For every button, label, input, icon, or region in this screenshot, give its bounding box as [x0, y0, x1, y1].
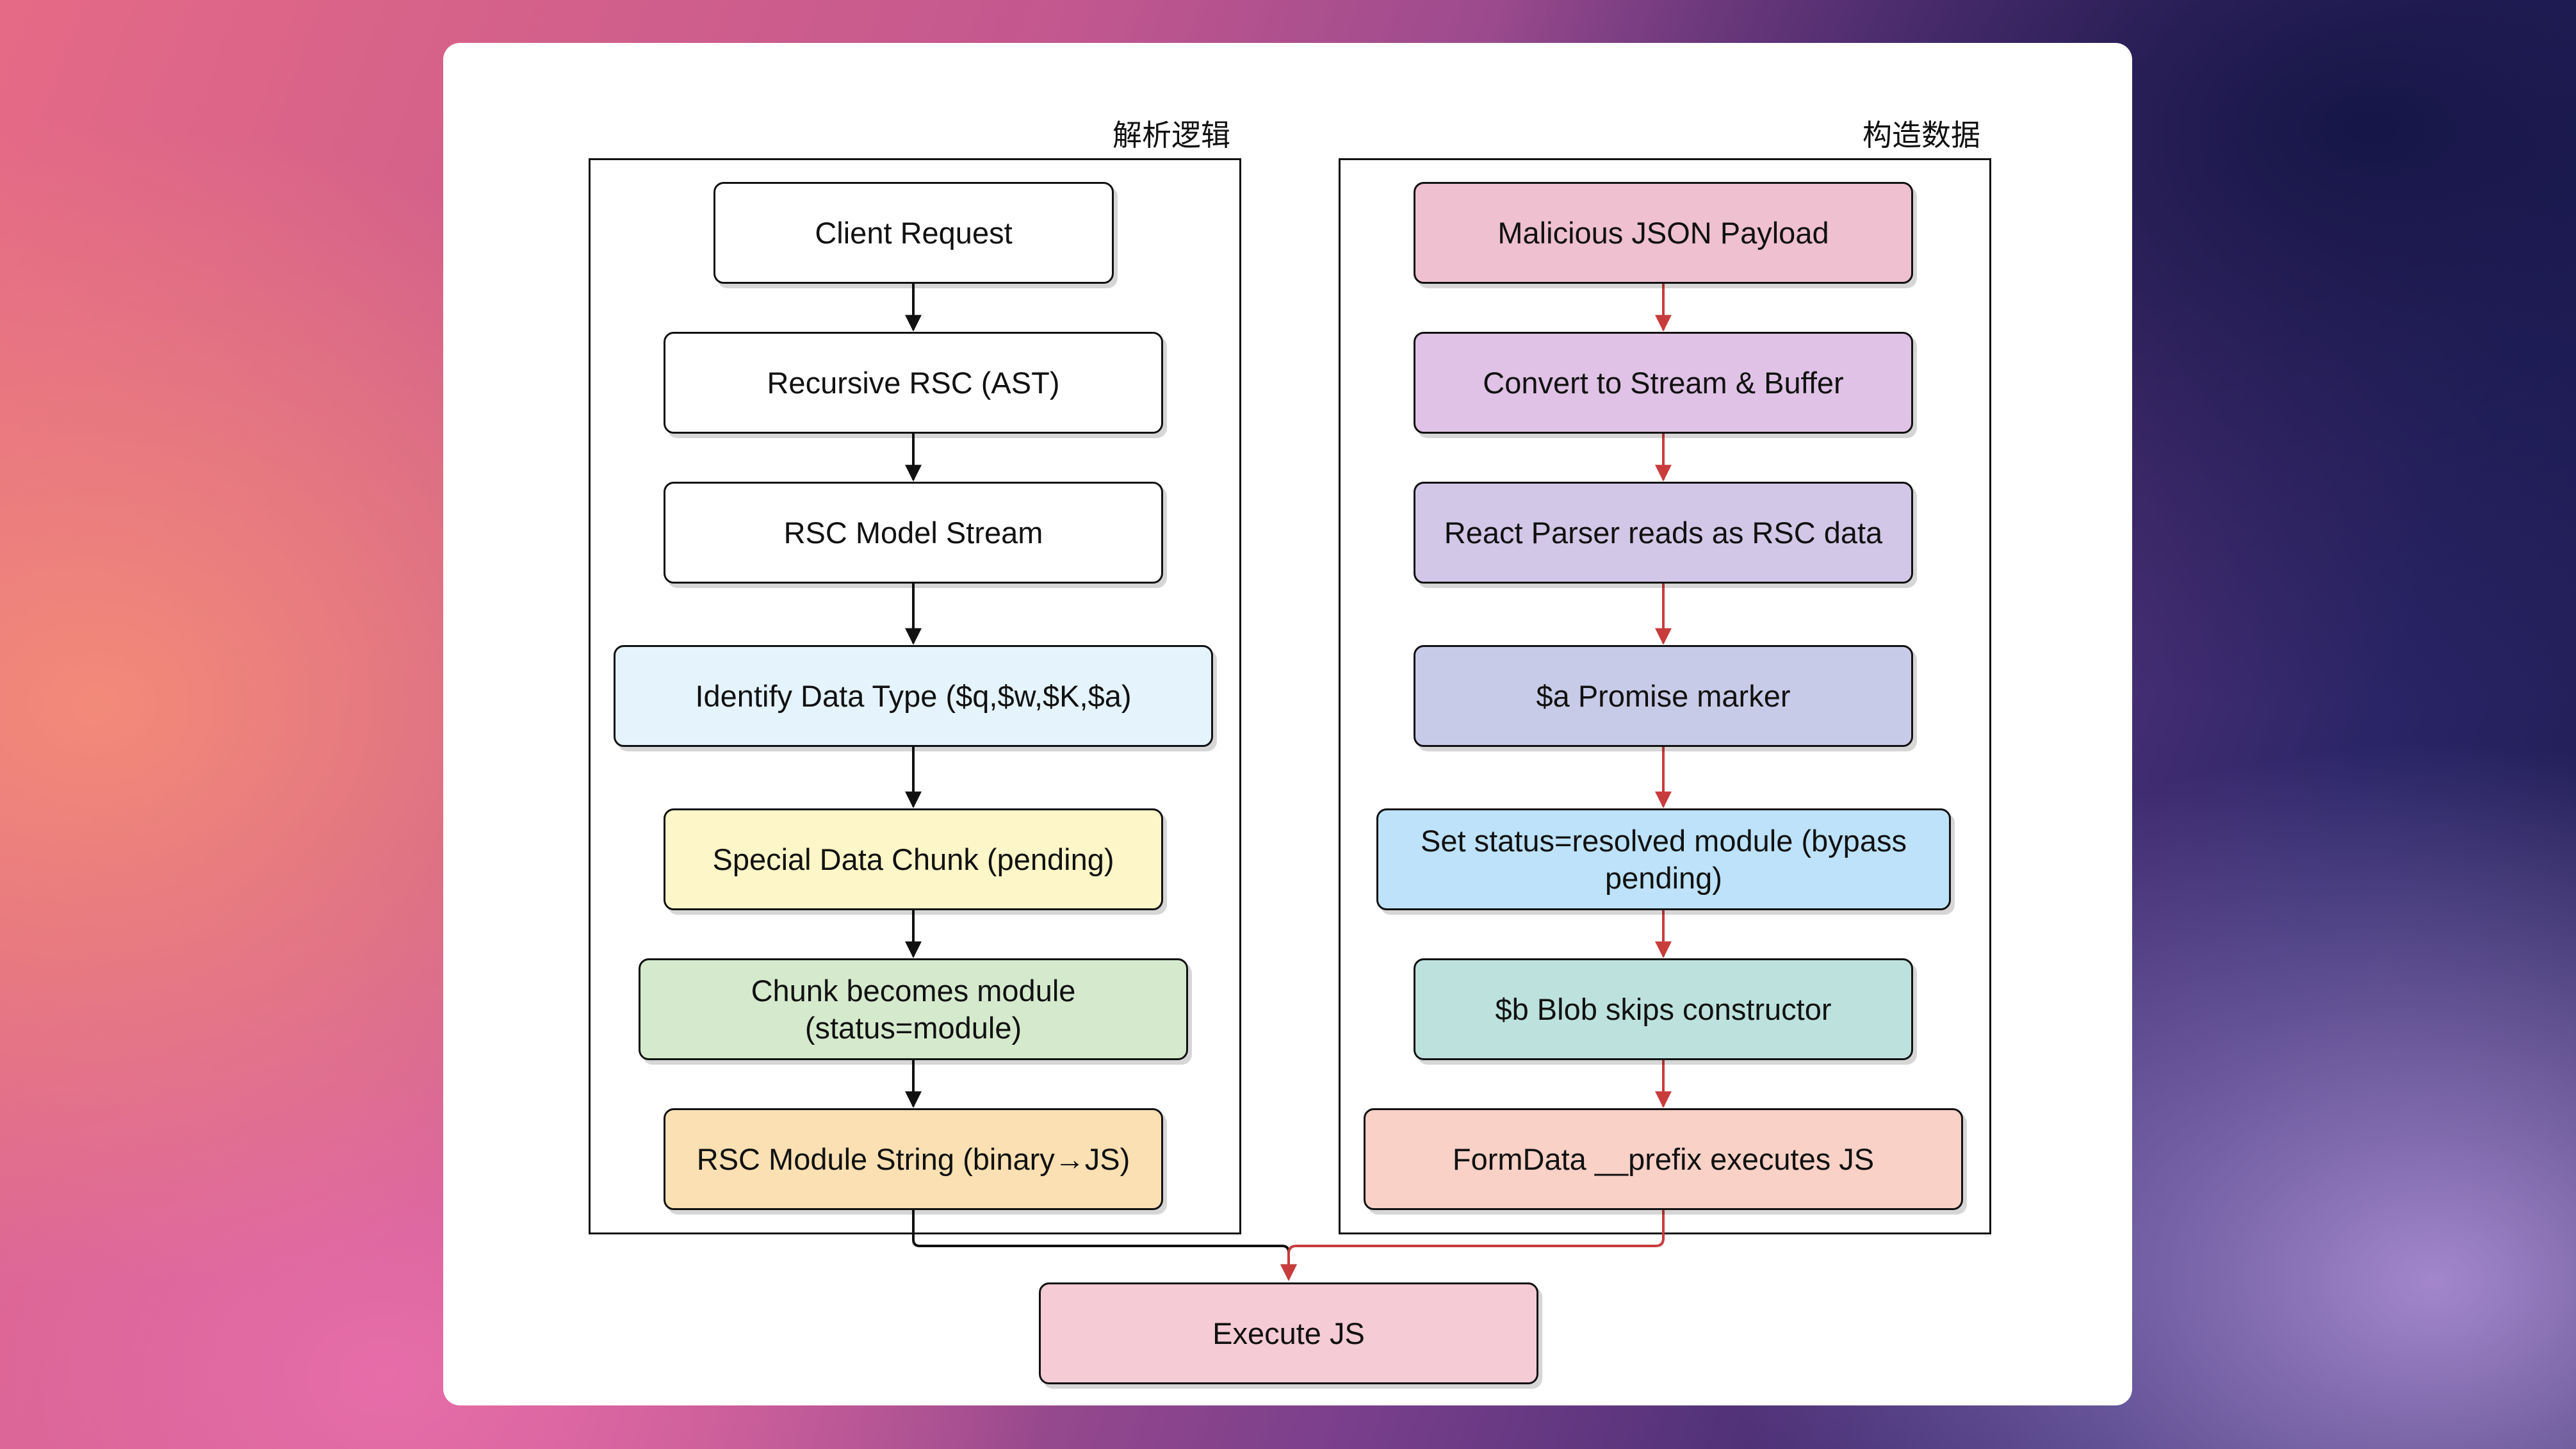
node-execute-js: Execute JS — [1039, 1282, 1538, 1384]
edge-right-to-execute — [1280, 1210, 1665, 1281]
node-special-data-chunk: Special Data Chunk (pending) — [664, 808, 1163, 910]
node-set-status-resolved: Set status=resolved module (bypass pendi… — [1376, 808, 1951, 910]
node-promise-marker: $a Promise marker — [1414, 645, 1913, 747]
node-recursive-rsc: Recursive RSC (AST) — [664, 332, 1163, 434]
edge-layer — [905, 284, 1672, 1281]
node-formdata-prefix: FormData __prefix executes JS — [1364, 1108, 1963, 1210]
right-group-title: 构造数据 — [1863, 118, 1980, 152]
edge-left-to-execute — [912, 1210, 1297, 1281]
node-chunk-becomes-module: Chunk becomes module (status=module) — [639, 958, 1188, 1060]
node-convert-stream-buffer: Convert to Stream & Buffer — [1414, 332, 1913, 434]
node-client-request: Client Request — [713, 182, 1114, 284]
node-react-parser: React Parser reads as RSC data — [1414, 482, 1913, 584]
diagram-panel: 解析逻辑 构造数据 C — [443, 43, 2132, 1405]
node-blob-skips-constructor: $b Blob skips constructor — [1414, 958, 1913, 1060]
node-malicious-json-payload: Malicious JSON Payload — [1414, 182, 1913, 284]
node-rsc-module-string: RSC Module String (binary→JS) — [664, 1108, 1163, 1210]
node-rsc-model-stream: RSC Model Stream — [664, 482, 1163, 584]
left-group-title: 解析逻辑 — [1113, 118, 1230, 152]
node-identify-data-type: Identify Data Type ($q,$w,$K,$a) — [614, 645, 1213, 747]
